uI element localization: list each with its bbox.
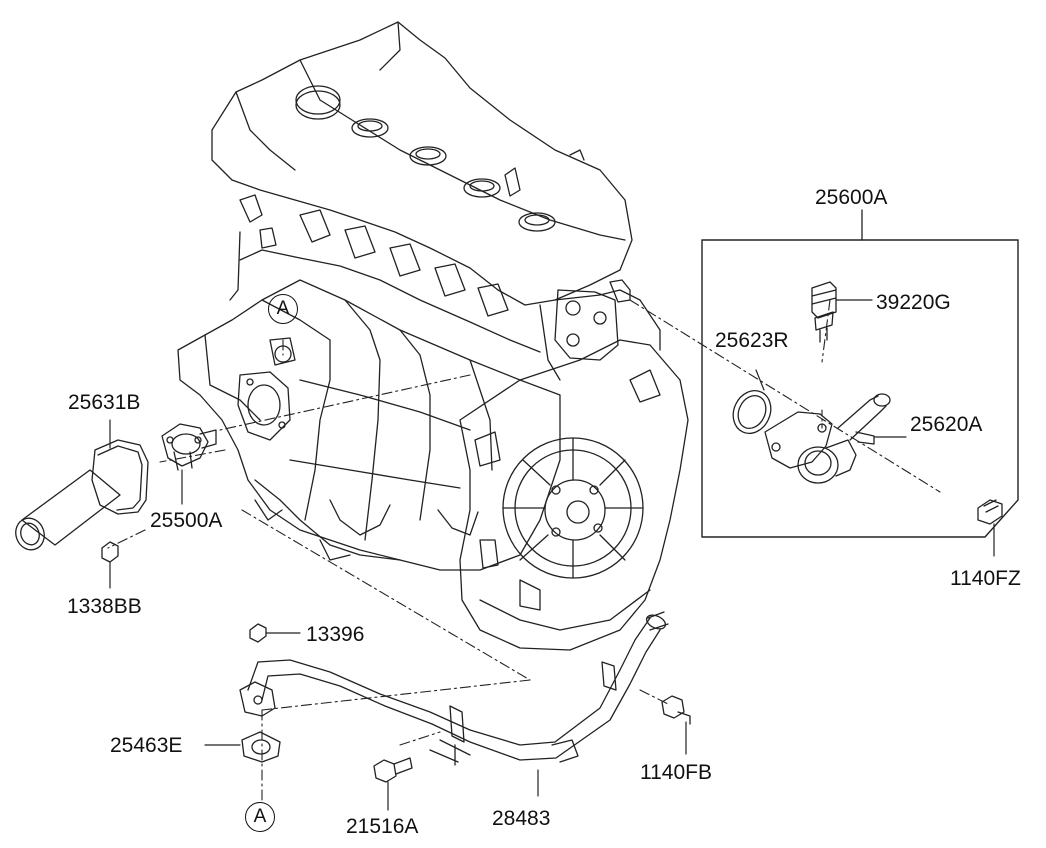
label-13396: 13396	[306, 623, 365, 646]
o-ring-gasket	[732, 369, 772, 434]
label-28483: 28483	[492, 807, 551, 830]
assembly-leader-lines	[107, 299, 941, 801]
bolt-1140FZ	[977, 499, 1003, 557]
label-1338BB: 1338BB	[67, 595, 142, 618]
label-25631B: 25631B	[68, 391, 141, 414]
label-25463E: 25463E	[110, 734, 183, 757]
label-25500A: 25500A	[150, 509, 223, 532]
thermostat	[161, 423, 217, 505]
label-1140FB: 1140FB	[640, 761, 712, 784]
thermostat-cover	[15, 419, 149, 551]
label-1140FZ: 1140FZ	[950, 567, 1021, 590]
bolt-21516A	[373, 757, 413, 811]
label-25600A: 25600A	[815, 186, 888, 209]
thermostat-port	[237, 371, 291, 441]
group-box-25600A	[701, 209, 1019, 538]
engine-head-cover	[211, 21, 633, 306]
nut-1338BB	[101, 541, 119, 589]
gasket-25463E	[204, 731, 281, 763]
oil-filler-cap	[295, 90, 341, 120]
spark-plug-hole-1	[351, 118, 389, 138]
reference-a-top: A	[268, 294, 298, 324]
spark-plug-hole-3	[463, 178, 501, 198]
bolt-1140FB	[661, 695, 691, 755]
spark-plug-hole-4	[518, 212, 556, 232]
water-outlet-fitting	[764, 393, 907, 484]
coolant-temperature-sensor	[811, 281, 873, 343]
reference-a-bottom: A	[245, 802, 275, 832]
label-21516A: 21516A	[346, 815, 419, 838]
spark-plug-hole-2	[409, 146, 447, 166]
engine-assembly	[177, 21, 689, 651]
water-pipe-assembly	[239, 611, 669, 797]
bell-housing	[459, 339, 689, 651]
label-25623R: 25623R	[715, 329, 789, 352]
engine-block	[177, 279, 561, 571]
label-39220G: 39220G	[876, 291, 951, 314]
label-25620A: 25620A	[910, 413, 983, 436]
